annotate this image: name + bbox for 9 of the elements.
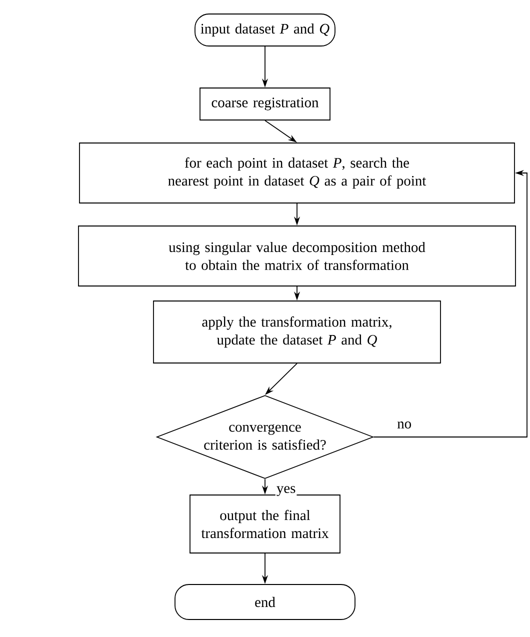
end-terminal: end [174,584,356,620]
process-box: apply the transformation matrix, update the dataset P and Q [153,300,441,364]
process-box: output the final transformation matrix [190,494,340,554]
start-terminal: input dataset P and Q [194,14,336,46]
process-box: using singular value decomposition method to obtain the matrix of transformation [78,226,516,286]
edge-label: no [396,420,413,430]
process-box: for each point in dataset P, search the nearest point in dataset Q as a pair of point [79,142,515,204]
process-box: coarse registration [200,88,330,120]
edge-label: yes [275,485,297,498]
